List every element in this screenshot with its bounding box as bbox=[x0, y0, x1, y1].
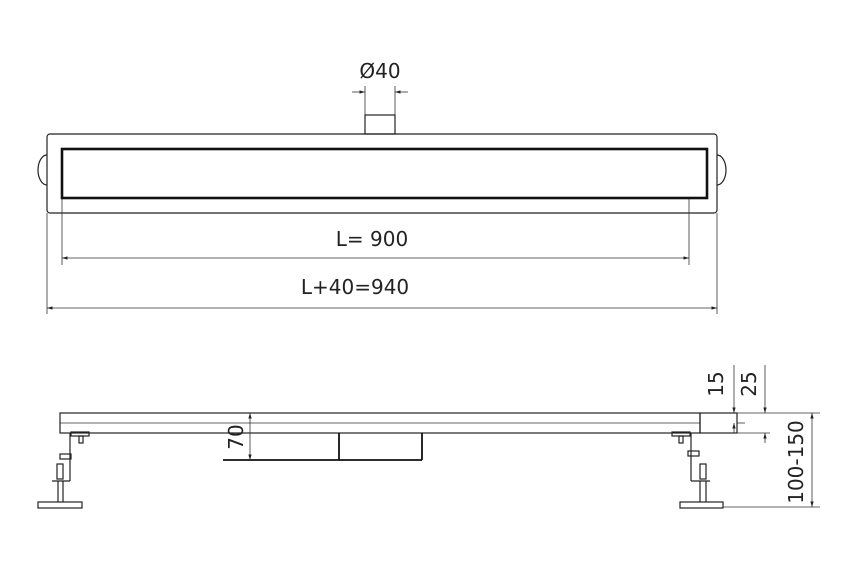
total-height-label: 100-150 bbox=[784, 420, 808, 504]
inner-length-label: L= 900 bbox=[336, 227, 408, 251]
right-end-cap bbox=[716, 154, 727, 186]
grate-height-label: 15 bbox=[704, 371, 728, 396]
right-leveling-foot bbox=[671, 431, 724, 509]
outer-length-label: L+40=940 bbox=[301, 275, 409, 299]
top-view: Ø40 L= 900 L+40=940 bbox=[37, 59, 727, 314]
left-leveling-foot bbox=[37, 431, 90, 509]
left-end-cap bbox=[37, 154, 48, 186]
frame-end bbox=[699, 412, 738, 434]
body-depth-label: 70 bbox=[224, 424, 248, 449]
drain-body bbox=[223, 433, 423, 461]
drain-grate bbox=[60, 147, 709, 200]
side-view: 70 bbox=[37, 365, 820, 509]
frame-height-label: 25 bbox=[737, 371, 761, 396]
outlet-pipe bbox=[364, 114, 396, 135]
drain-outer-frame bbox=[46, 133, 718, 214]
outlet-diameter-label: Ø40 bbox=[359, 59, 400, 83]
